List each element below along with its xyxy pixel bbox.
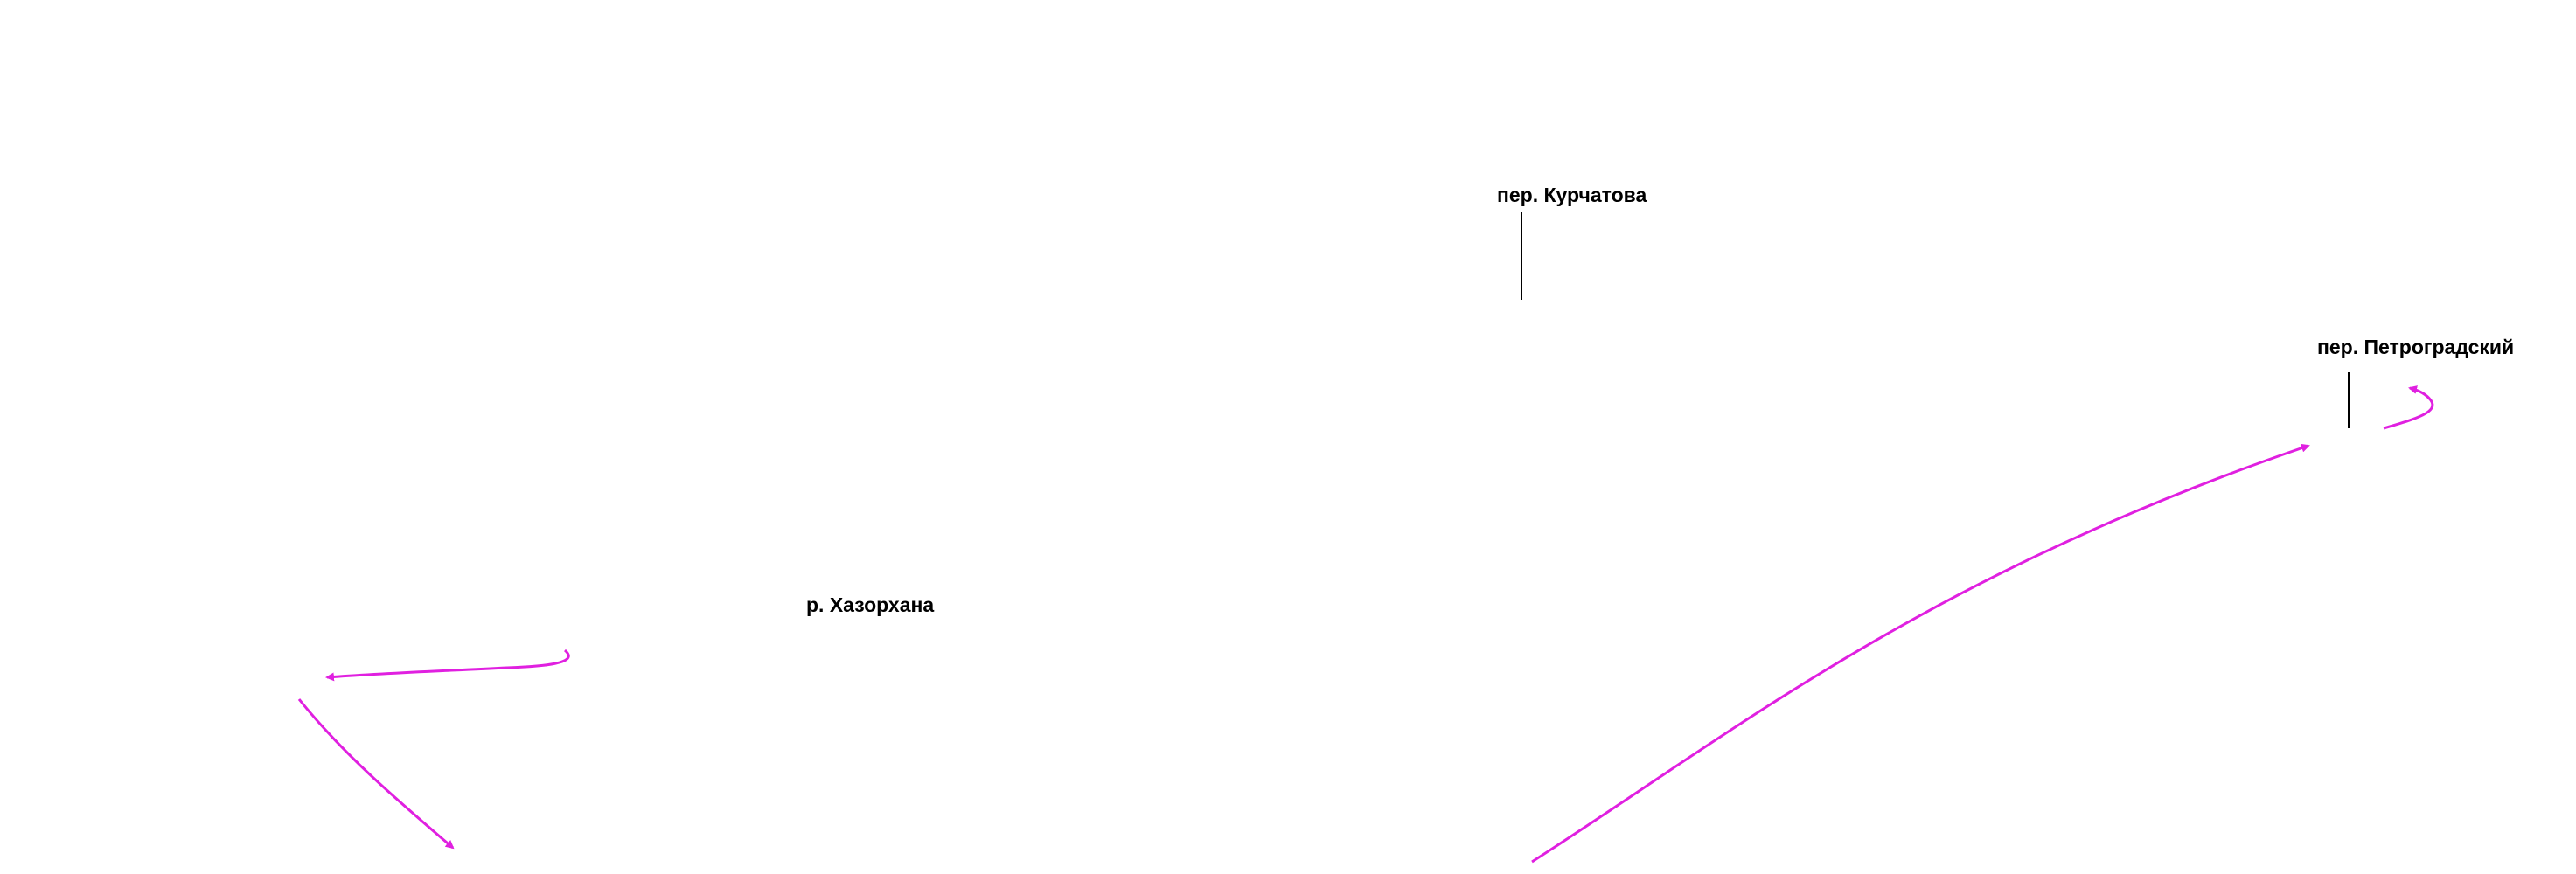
street-label-petrogradsky: пер. Петроградский (2317, 336, 2515, 358)
route-arrow-petrogradsky-loop[interactable] (2383, 385, 2434, 430)
route-arrow-main[interactable] (1531, 443, 2310, 864)
route-arrow-west[interactable] (325, 649, 570, 682)
street-label-kurchatova: пер. Курчатова (1497, 184, 1647, 206)
river-label-khazorkhana: р. Хазорхана (806, 593, 935, 616)
route-arrow-southeast[interactable] (297, 698, 455, 850)
